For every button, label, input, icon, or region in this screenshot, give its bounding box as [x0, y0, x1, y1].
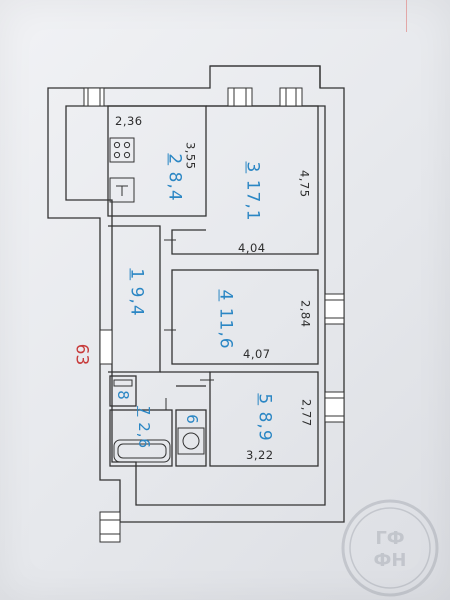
- dim-kitchen-width: 2,36: [115, 114, 143, 128]
- room-area: 2,6: [135, 422, 154, 450]
- room-number: 6: [182, 414, 201, 425]
- bathtub-icon: [113, 439, 171, 463]
- room-area: 8,4: [164, 171, 185, 202]
- room-number: 4: [215, 289, 236, 302]
- wc: [109, 375, 137, 407]
- dim-room4-depth: 2,84: [298, 299, 313, 328]
- washbasin-icon: [177, 427, 205, 455]
- dim-room5-depth: 2,77: [299, 398, 314, 427]
- room-label-4: 4 11,6: [215, 289, 236, 350]
- room-number: 5: [254, 393, 275, 406]
- room-number: 8: [113, 390, 132, 401]
- bathroom: [109, 409, 173, 467]
- apartment-number: 63: [71, 343, 92, 366]
- room-area: 11,6: [215, 307, 236, 350]
- room-label-6: 6: [182, 414, 201, 425]
- room-4: [171, 269, 319, 365]
- room-number: 1: [126, 268, 147, 281]
- dim-room5-width: 3,22: [246, 448, 274, 462]
- balcony: [210, 65, 321, 88]
- dim-room4-width: 4,07: [243, 347, 271, 361]
- bath-6: [175, 409, 207, 467]
- room-area: 17,1: [242, 179, 263, 222]
- svg-text:ФН: ФН: [374, 550, 407, 571]
- room-label-7: 7 2,6: [135, 405, 154, 450]
- room-label-2: 2 8,4: [164, 153, 185, 202]
- margin-line: [406, 0, 407, 32]
- sink-icon: [109, 177, 135, 203]
- corridor: [108, 225, 161, 373]
- stove-icon: [109, 137, 135, 163]
- room-number: 2: [164, 153, 185, 166]
- room-label-5: 5 8,9: [254, 393, 275, 442]
- dim-room3-width: 4,04: [238, 241, 266, 255]
- room-area: 8,9: [254, 411, 275, 442]
- room-number: 3: [242, 161, 263, 174]
- svg-text:ГФ: ГФ: [375, 528, 404, 549]
- dim-room3-depth: 4,75: [297, 169, 312, 198]
- room-label-3: 3 17,1: [242, 161, 263, 222]
- organization-stamp: ГФ ФН: [341, 499, 439, 597]
- room-area: 9,4: [126, 286, 147, 317]
- kitchen: [107, 105, 207, 217]
- toilet-icon: [113, 379, 133, 387]
- room-label-8: 8: [113, 390, 132, 401]
- room-number: 7: [135, 405, 154, 417]
- room-5: [209, 371, 319, 467]
- dim-kitchen-depth: 3,55: [183, 141, 198, 170]
- room-label-1: 1 9,4: [126, 268, 147, 317]
